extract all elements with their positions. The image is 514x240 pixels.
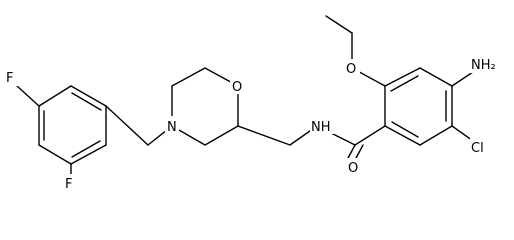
svg-text:O: O	[348, 161, 358, 176]
svg-text:O: O	[232, 80, 242, 95]
atom-n-morpholine: N	[165, 116, 179, 135]
atom-f-top: F	[4, 68, 18, 86]
svg-text:F: F	[6, 71, 13, 86]
chemical-structure: F F N O NH O O NH₂	[4, 15, 502, 192]
svg-text:N: N	[167, 120, 177, 135]
bond-lines	[16, 15, 477, 179]
svg-text:NH: NH	[311, 120, 331, 135]
atom-nh-amide: NH	[310, 116, 334, 135]
atom-labels: F F N O NH O O NH₂	[4, 55, 502, 192]
svg-text:NH₂: NH₂	[471, 58, 496, 73]
atom-o-carbonyl: O	[346, 158, 362, 176]
svg-text:Cl: Cl	[471, 141, 484, 156]
svg-text:F: F	[65, 177, 72, 192]
atom-o-ethoxy: O	[344, 59, 360, 77]
svg-text:O: O	[346, 62, 356, 77]
atom-o-morpholine: O	[230, 76, 246, 95]
atom-nh2-amino: NH₂	[470, 55, 502, 73]
atom-cl-chloro: Cl	[470, 138, 492, 156]
atom-f-bottom: F	[63, 174, 77, 192]
